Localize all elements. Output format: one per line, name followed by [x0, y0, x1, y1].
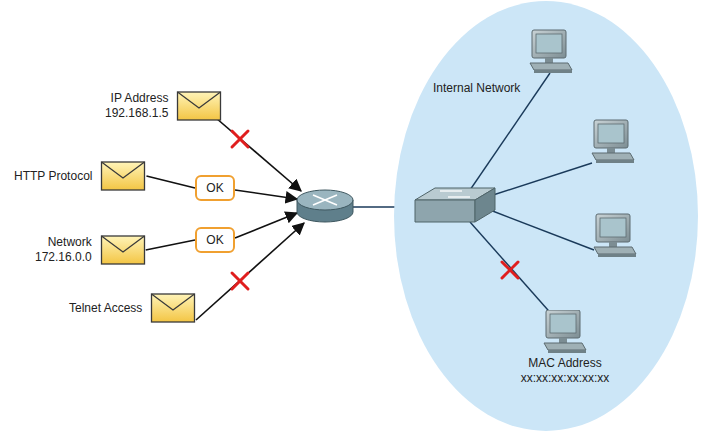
envelope-packet: Telnet Access	[69, 292, 196, 324]
permit-text: OK	[206, 233, 223, 248]
internal-network-region: Internal NetworkMAC Addressxx:xx:xx:xx:x…	[394, 1, 698, 431]
packet-label-text: 172.16.0.0	[35, 250, 92, 265]
permit-text: OK	[206, 181, 223, 196]
mac-label: MAC Address	[500, 356, 630, 371]
envelope-icon	[100, 234, 146, 266]
envelope-packet: Network172.16.0.0	[35, 234, 146, 266]
packet-label: Telnet Access	[69, 301, 142, 316]
region-label: Internal Network	[432, 81, 521, 96]
packet-label-text: IP Address	[105, 91, 168, 106]
packet-label-text: Telnet Access	[69, 301, 142, 316]
packet-path	[146, 176, 195, 188]
deny-mark	[232, 131, 248, 289]
envelope-icon	[150, 292, 196, 324]
envelope-packet: IP Address192.168.1.5	[105, 90, 222, 122]
packet-label-text: 192.168.1.5	[105, 106, 168, 121]
packet-label-text: HTTP Protocol	[14, 169, 92, 184]
packet-path	[146, 240, 195, 250]
packet-label: Network172.16.0.0	[35, 235, 92, 265]
mac-label: xx:xx:xx:xx:xx:xx	[500, 371, 630, 386]
computer-icon	[542, 310, 588, 354]
envelope-icon	[176, 90, 222, 122]
permit-box: OK	[195, 175, 235, 201]
permit-box: OK	[195, 227, 235, 253]
packet-label: HTTP Protocol	[14, 169, 92, 184]
arrow-lines	[196, 118, 304, 320]
packet-label: IP Address192.168.1.5	[105, 91, 168, 121]
host-computer: MAC Addressxx:xx:xx:xx:xx:xx	[500, 310, 630, 386]
envelope-packet: HTTP Protocol	[14, 160, 146, 192]
envelope-icon	[100, 160, 146, 192]
packet-label-text: Network	[35, 235, 92, 250]
